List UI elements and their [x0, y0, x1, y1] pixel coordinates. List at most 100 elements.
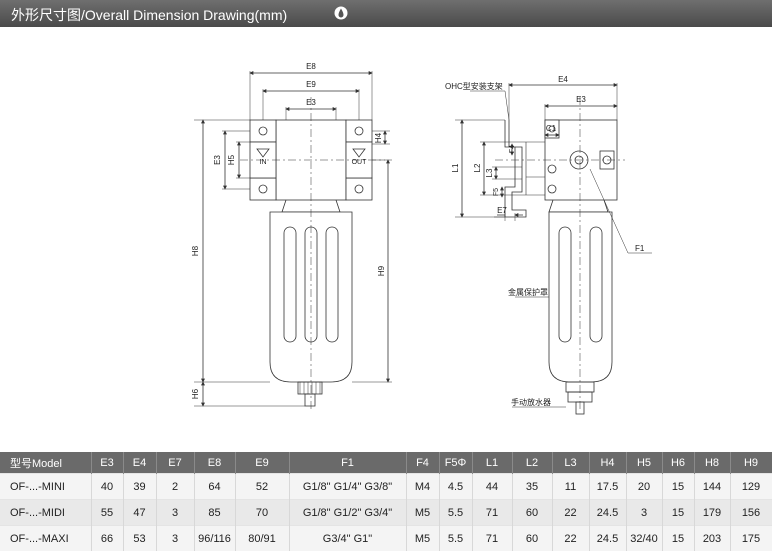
dim-h6: H6 [191, 388, 200, 399]
table-header-row: 型号Model E3 E4 E7 E8 E9 F1 F4 F5Φ L1 L2 L… [0, 452, 772, 474]
drawing-canvas: E8 E9 E3 E3 H5 H4 H8 H9 H6 IN OUT [0, 27, 772, 452]
cell-e8: 64 [194, 474, 235, 500]
cell-e7: 3 [156, 500, 194, 526]
cell-h5: 32/40 [626, 526, 662, 551]
cell-l3: 11 [552, 474, 589, 500]
page-header: 外形尺寸图/Overall Dimension Drawing(mm) [0, 0, 772, 27]
col-f4: F4 [406, 452, 439, 474]
cell-h6: 15 [662, 500, 694, 526]
cell-h4: 24.5 [589, 500, 626, 526]
cell-e9: 80/91 [235, 526, 289, 551]
cell-h6: 15 [662, 474, 694, 500]
col-model: 型号Model [0, 452, 91, 474]
cell-model: OF-...-MAXI [0, 526, 91, 551]
cell-h4: 17.5 [589, 474, 626, 500]
cell-e4: 47 [123, 500, 156, 526]
cell-f4: M5 [406, 526, 439, 551]
metal-guard-label: 金属保护罩 [508, 287, 548, 297]
dim-e3-top: E3 [306, 98, 316, 107]
cell-h4: 24.5 [589, 526, 626, 551]
table-row: OF-...-MAXI 66 53 3 96/116 80/91 G3/4" G… [0, 526, 772, 551]
col-e4: E4 [123, 452, 156, 474]
cell-h9: 175 [730, 526, 772, 551]
cell-h9: 129 [730, 474, 772, 500]
cell-e9: 70 [235, 500, 289, 526]
cell-l2: 35 [512, 474, 552, 500]
col-h5: H5 [626, 452, 662, 474]
cell-l1: 71 [472, 526, 512, 551]
dim-e7: E7 [497, 206, 507, 215]
cell-h5: 20 [626, 474, 662, 500]
col-e8: E8 [194, 452, 235, 474]
col-f5: F5Φ [439, 452, 472, 474]
dim-e3-side: E3 [213, 155, 222, 165]
cell-f5: 5.5 [439, 526, 472, 551]
table-row: OF-...-MIDI 55 47 3 85 70 G1/8" G1/2" G3… [0, 500, 772, 526]
cell-e3: 55 [91, 500, 123, 526]
cell-l2: 60 [512, 526, 552, 551]
cell-f4: M4 [406, 474, 439, 500]
cell-h8: 203 [694, 526, 730, 551]
cell-h8: 144 [694, 474, 730, 500]
cell-f5: 4.5 [439, 474, 472, 500]
col-e9: E9 [235, 452, 289, 474]
cell-f1: G1/8" G1/4" G3/8" [289, 474, 406, 500]
drop-logo-icon [334, 6, 348, 20]
port-out-label: OUT [352, 159, 368, 166]
table-row: OF-...-MINI 40 39 2 64 52 G1/8" G1/4" G3… [0, 474, 772, 500]
dim-h8: H8 [191, 245, 200, 256]
cell-l1: 44 [472, 474, 512, 500]
cell-l3: 22 [552, 526, 589, 551]
dimension-table: 型号Model E3 E4 E7 E8 E9 F1 F4 F5Φ L1 L2 L… [0, 452, 772, 551]
dimension-drawing: E8 E9 E3 E3 H5 H4 H8 H9 H6 IN OUT [0, 27, 772, 452]
dim-l3: L3 [485, 168, 494, 177]
dim-h4: H4 [374, 132, 383, 143]
cell-e8: 85 [194, 500, 235, 526]
cell-e3: 40 [91, 474, 123, 500]
cell-model: OF-...-MIDI [0, 500, 91, 526]
col-l1: L1 [472, 452, 512, 474]
dim-h9: H9 [377, 265, 386, 276]
ohc-bracket-label: OHC型安装支架 [445, 81, 503, 91]
col-h9: H9 [730, 452, 772, 474]
f1-label: F1 [635, 244, 645, 253]
page-title: 外形尺寸图/Overall Dimension Drawing(mm) [11, 5, 287, 25]
col-h8: H8 [694, 452, 730, 474]
cell-f1: G1/8" G1/2" G3/4" [289, 500, 406, 526]
cell-e4: 39 [123, 474, 156, 500]
cell-h8: 179 [694, 500, 730, 526]
cell-f4: M5 [406, 500, 439, 526]
manual-drain-label: 手动放水器 [511, 397, 551, 407]
cell-e4: 53 [123, 526, 156, 551]
port-in-label: IN [260, 159, 267, 166]
dim-e3-side-view: E3 [576, 95, 586, 104]
dim-e9: E9 [306, 80, 316, 89]
dim-c1: C1 [546, 124, 557, 133]
col-e7: E7 [156, 452, 194, 474]
col-l2: L2 [512, 452, 552, 474]
cell-f5: 5.5 [439, 500, 472, 526]
cell-e3: 66 [91, 526, 123, 551]
dim-h5: H5 [227, 154, 236, 165]
cell-l1: 71 [472, 500, 512, 526]
col-f1: F1 [289, 452, 406, 474]
col-e3: E3 [91, 452, 123, 474]
cell-f1: G3/4" G1" [289, 526, 406, 551]
col-h6: H6 [662, 452, 694, 474]
cell-model: OF-...-MINI [0, 474, 91, 500]
cell-h6: 15 [662, 526, 694, 551]
dim-f4: F4 [509, 145, 516, 153]
dim-f5: F5 [493, 188, 500, 196]
cell-l2: 60 [512, 500, 552, 526]
cell-h9: 156 [730, 500, 772, 526]
cell-l3: 22 [552, 500, 589, 526]
dim-e8: E8 [306, 62, 316, 71]
col-l3: L3 [552, 452, 589, 474]
front-view [194, 71, 392, 412]
cell-h5: 3 [626, 500, 662, 526]
dim-l2: L2 [473, 163, 482, 172]
cell-e7: 3 [156, 526, 194, 551]
dim-l1: L1 [451, 163, 460, 172]
dim-e4: E4 [558, 75, 568, 84]
cell-e7: 2 [156, 474, 194, 500]
